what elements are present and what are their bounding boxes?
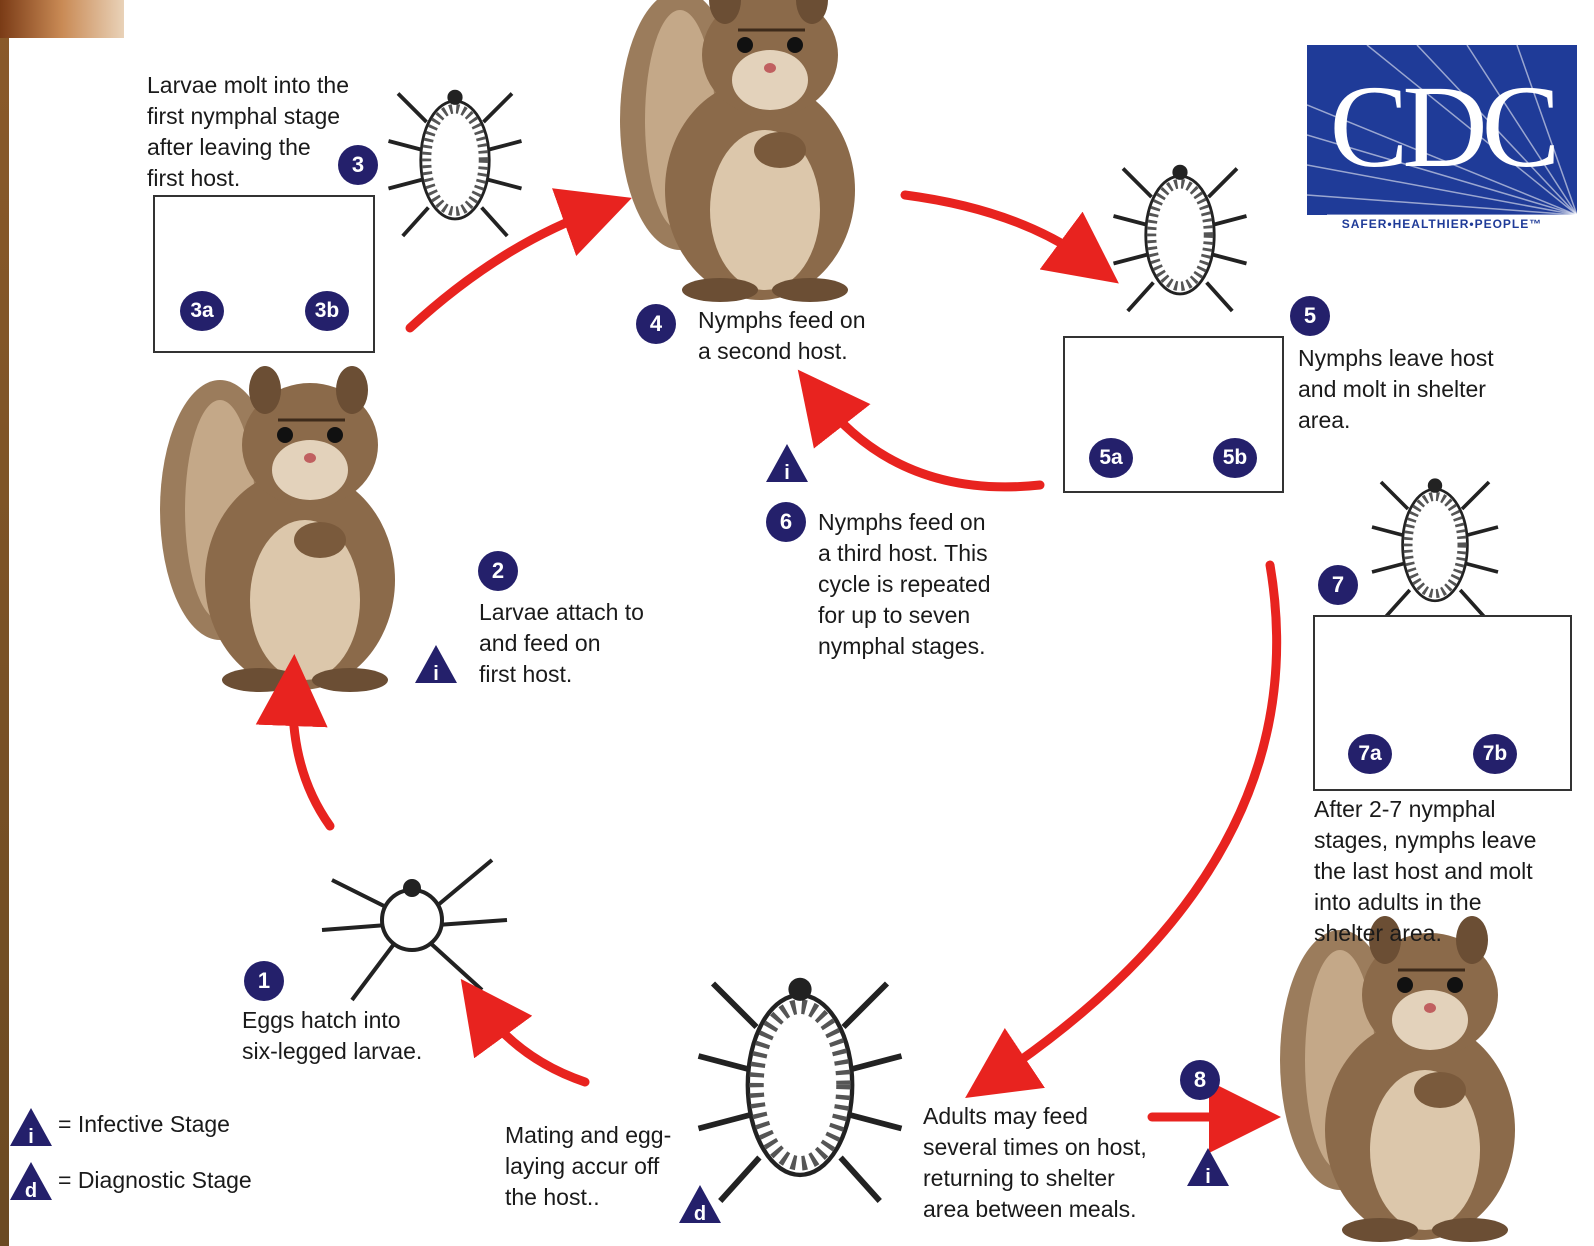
arrow-5-to-4 <box>820 398 1040 487</box>
badge-stage-4: 4 <box>636 304 676 344</box>
badge-7b: 7b <box>1473 734 1517 774</box>
badge-stage-2: 2 <box>478 551 518 591</box>
badge-stage-8: 8 <box>1180 1060 1220 1100</box>
badge-stage-1: 1 <box>244 961 284 1001</box>
infective-stage-icon: i <box>413 643 459 685</box>
caption-stage-4: Nymphs feed on a second host. <box>698 305 865 367</box>
badge-stage-6: 6 <box>766 502 806 542</box>
badge-5a: 5a <box>1089 438 1133 478</box>
arrow-7-to-8 <box>995 565 1277 1078</box>
legend-infective-icon: i <box>8 1106 54 1148</box>
caption-mating: Mating and egg- laying accur off the hos… <box>505 1120 671 1213</box>
caption-stage-2: Larvae attach to and feed on first host. <box>479 597 644 690</box>
adult-tick-icon <box>699 978 902 1201</box>
caption-stage-3: Larvae molt into the first nymphal stage… <box>147 70 349 194</box>
cdc-logo: CDC SAFER•HEALTHIER•PEOPLE™ <box>1307 45 1577 245</box>
arrow-1-to-2 <box>293 690 330 826</box>
infective-stage-icon: i <box>764 442 810 484</box>
badge-3b: 3b <box>305 291 349 331</box>
nymph-icon <box>389 90 522 236</box>
legend-infective-label: = Infective Stage <box>58 1111 230 1138</box>
svg-text:i: i <box>1205 1166 1211 1188</box>
svg-text:d: d <box>694 1203 706 1225</box>
arrow-mating-to-1 <box>482 1008 585 1082</box>
svg-text:i: i <box>28 1126 34 1148</box>
nymph-icon <box>1114 165 1247 311</box>
legend-diagnostic-icon: d <box>8 1160 54 1202</box>
chipmunk-icon <box>1280 916 1515 1242</box>
molt-box-3 <box>153 195 375 353</box>
badge-stage-7: 7 <box>1318 565 1358 605</box>
nymph-icon <box>1372 478 1498 617</box>
chipmunk-icon <box>160 366 395 692</box>
arrow-3-to-4 <box>410 210 598 328</box>
cdc-logo-mark: CDC <box>1307 45 1577 215</box>
caption-stage-1: Eggs hatch into six-legged larvae. <box>242 1005 422 1067</box>
caption-stage-7: After 2-7 nymphal stages, nymphs leave t… <box>1314 794 1536 949</box>
larva-icon <box>322 860 507 1000</box>
svg-text:i: i <box>433 663 439 685</box>
badge-3a: 3a <box>180 291 224 331</box>
infective-stage-icon: i <box>1185 1146 1231 1188</box>
arrow-4-to-5 <box>905 195 1090 262</box>
svg-text:d: d <box>25 1180 37 1202</box>
cdc-logo-text: CDC <box>1307 59 1577 195</box>
caption-stage-5: Nymphs leave host and molt in shelter ar… <box>1298 343 1494 436</box>
chipmunk-icon <box>620 0 855 302</box>
caption-stage-6: Nymphs feed on a third host. This cycle … <box>818 507 991 662</box>
diagnostic-stage-icon: d <box>677 1183 723 1225</box>
badge-5b: 5b <box>1213 438 1257 478</box>
badge-stage-5: 5 <box>1290 296 1330 336</box>
cdc-tagline: SAFER•HEALTHIER•PEOPLE™ <box>1307 217 1577 231</box>
legend-diagnostic-label: = Diagnostic Stage <box>58 1167 252 1194</box>
caption-stage-8: Adults may feed several times on host, r… <box>923 1101 1147 1225</box>
badge-7a: 7a <box>1348 734 1392 774</box>
svg-text:i: i <box>784 462 790 484</box>
